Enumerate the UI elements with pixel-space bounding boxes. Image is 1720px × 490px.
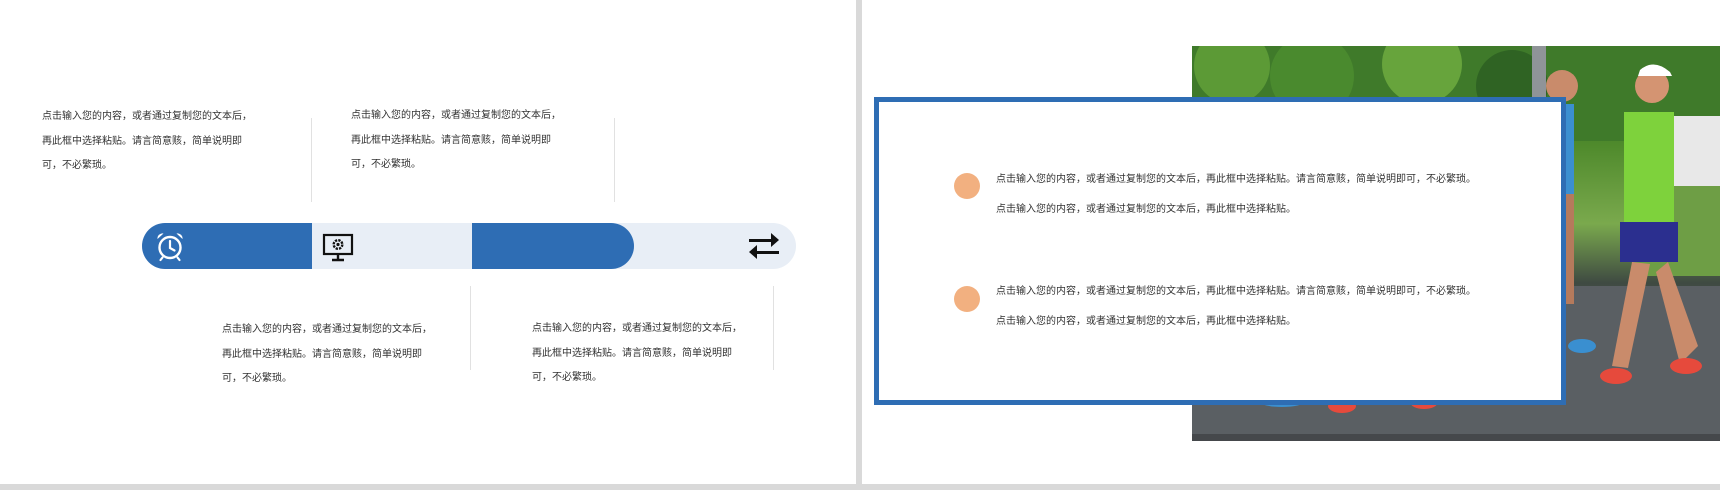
text-block-3: 点击输入您的内容，或者通过复制您的文本后， 再此框中选择粘贴。请言简意赅，简单说… <box>222 324 432 384</box>
timeline-segment-3 <box>472 223 634 269</box>
swap-arrows-icon <box>749 233 779 259</box>
timeline-segment-2 <box>312 223 472 269</box>
divider-top-2 <box>614 118 615 202</box>
alarm-clock-icon <box>157 233 183 262</box>
card-item-2: 点击输入您的内容，或者通过复制您的文本后，再此框中选择粘贴。请言简意赅，简单说明… <box>996 286 1476 327</box>
content-card: 点击输入您的内容，或者通过复制您的文本后，再此框中选择粘贴。请言简意赅，简单说明… <box>874 97 1566 405</box>
timeline-segment-4 <box>610 223 796 269</box>
card-item-1: 点击输入您的内容，或者通过复制您的文本后，再此框中选择粘贴。请言简意赅，简单说明… <box>996 174 1476 215</box>
text-block-4: 点击输入您的内容，或者通过复制您的文本后， 再此框中选择粘贴。请言简意赅，简单说… <box>532 323 742 383</box>
slide-right: 点击输入您的内容，或者通过复制您的文本后，再此框中选择粘贴。请言简意赅，简单说明… <box>862 0 1720 484</box>
bullet-dot-1 <box>954 173 980 199</box>
divider-top-1 <box>311 118 312 202</box>
slide-left: 点击输入您的内容，或者通过复制您的文本后， 再此框中选择粘贴。请言简意赅，简单说… <box>0 0 856 484</box>
divider-bottom-1 <box>470 286 471 370</box>
monitor-gear-icon <box>322 233 354 262</box>
text-block-2: 点击输入您的内容，或者通过复制您的文本后， 再此框中选择粘贴。请言简意赅，简单说… <box>351 110 561 170</box>
text-block-1: 点击输入您的内容，或者通过复制您的文本后， 再此框中选择粘贴。请言简意赅，简单说… <box>42 111 252 171</box>
bullet-dot-2 <box>954 286 980 312</box>
divider-bottom-2 <box>773 286 774 370</box>
